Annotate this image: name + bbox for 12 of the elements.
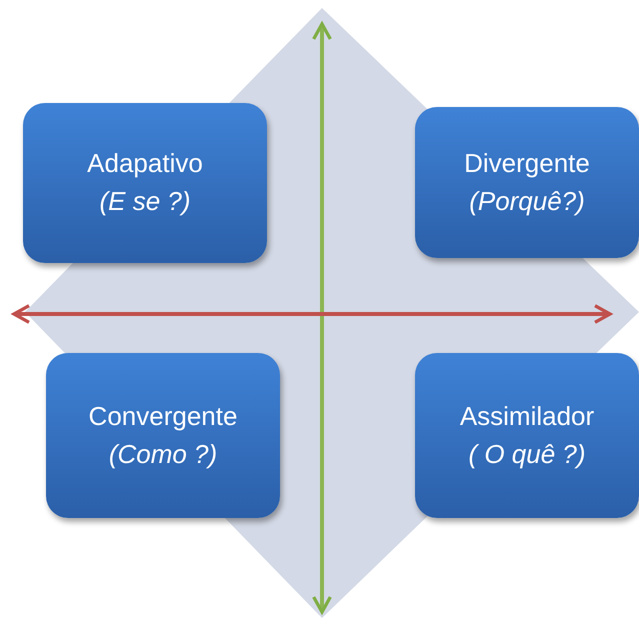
quadrant-title: Divergente (464, 146, 590, 180)
quadrant-question: ( O quê ?) (468, 438, 586, 470)
quadrant-question: (Porquê?) (469, 184, 585, 218)
quadrant-title: Adapativo (87, 147, 203, 180)
quadrant-question: (Como ?) (108, 438, 218, 470)
quadrant-box (415, 353, 639, 518)
quadrant-question: (E se ?) (99, 185, 191, 218)
quadrant-title: Assimilador (460, 400, 594, 433)
quadrant-box (23, 103, 267, 263)
quadrant-box (415, 107, 639, 258)
quadrant-title: Convergente (88, 400, 238, 433)
quadrant-box (46, 353, 280, 518)
